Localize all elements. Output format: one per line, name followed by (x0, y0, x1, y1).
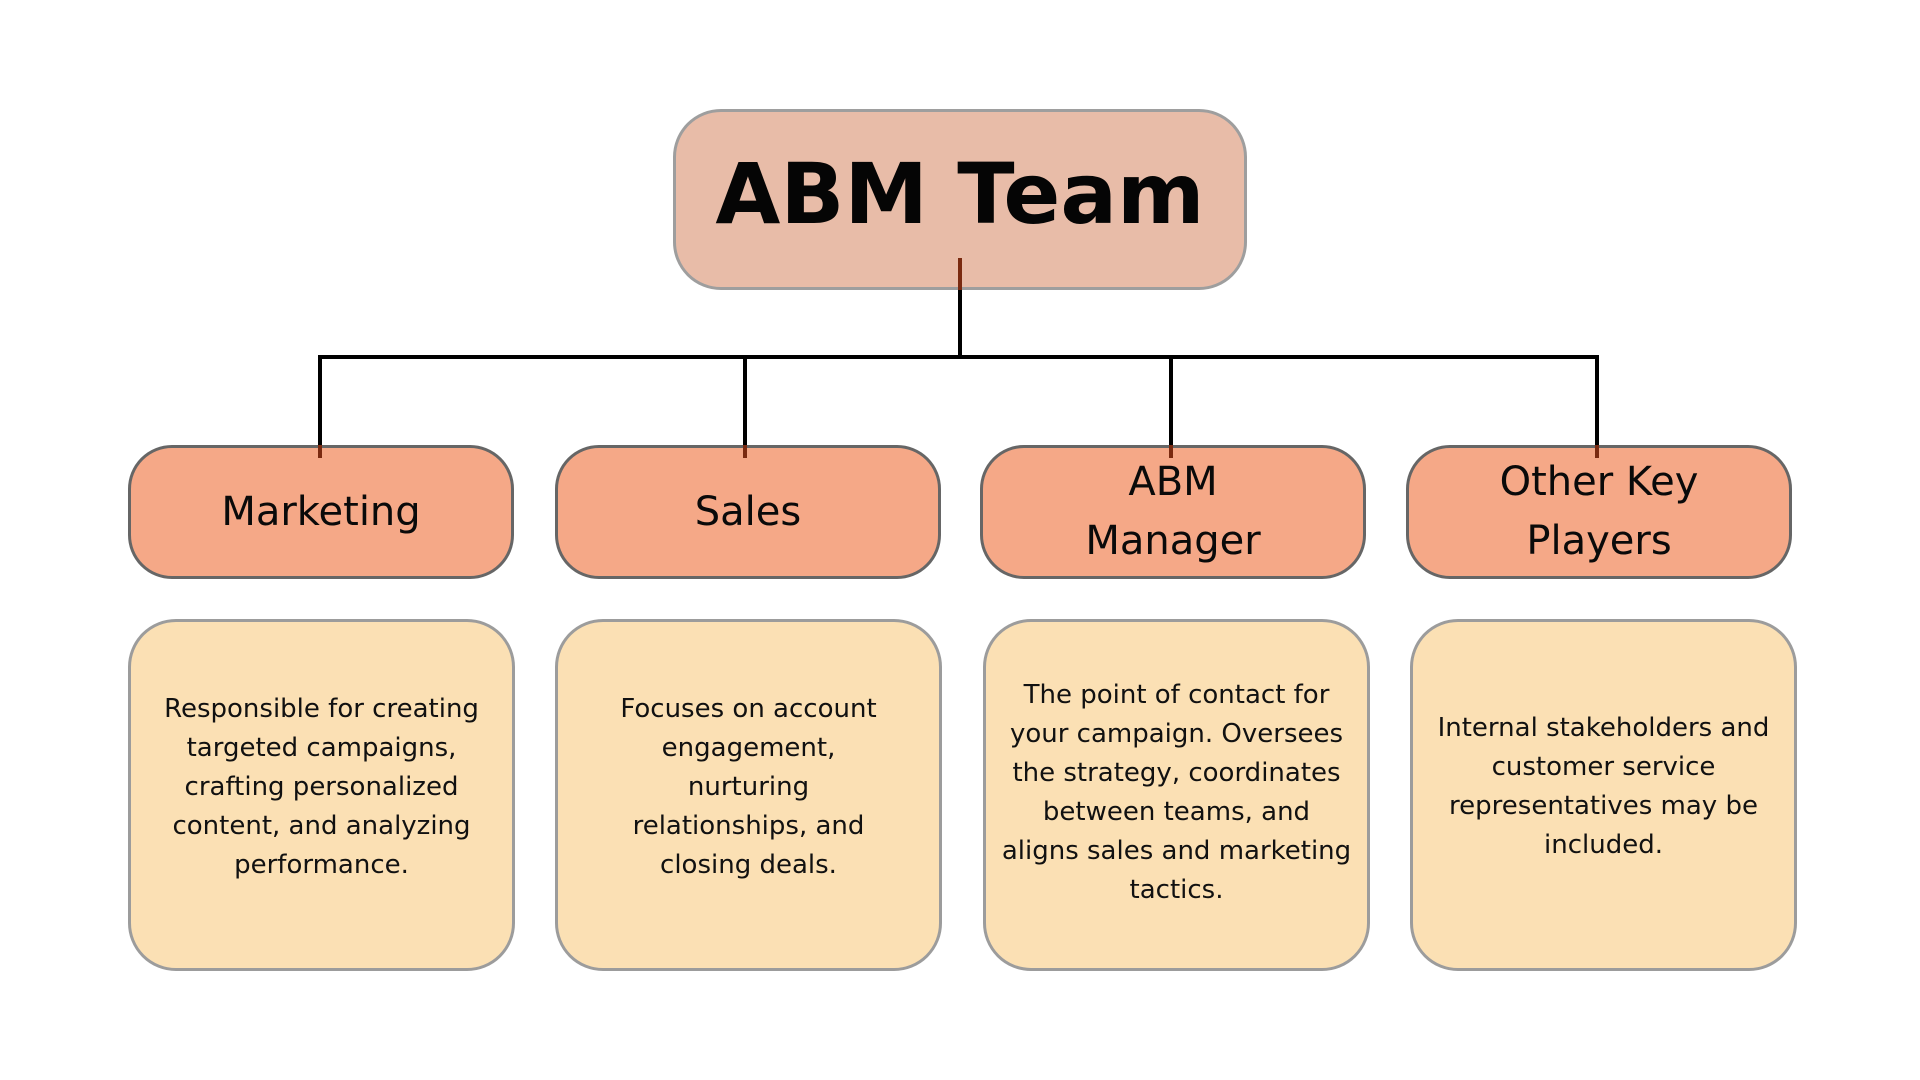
connector-stub-other-key-players (1595, 445, 1599, 458)
connector-marketing (318, 355, 322, 458)
role-label-abm-manager: ABM Manager (1085, 459, 1261, 564)
root-connector-stub (958, 258, 962, 290)
role-label-marketing: Marketing (221, 488, 421, 535)
connector-sales (743, 355, 747, 458)
role-node-marketing: Marketing (128, 445, 514, 579)
description-card-other-key-players: Internal stakeholders and customer servi… (1410, 619, 1797, 971)
role-node-other-key-players: Other Key Players (1406, 445, 1792, 579)
description-card-abm-manager: The point of contact for your campaign. … (983, 619, 1370, 971)
role-node-abm-manager: ABM Manager (980, 445, 1366, 579)
root-node-label: ABM Team (715, 144, 1205, 243)
role-label-sales: Sales (694, 488, 802, 535)
description-card-marketing: Responsible for creating targeted campai… (128, 619, 515, 971)
role-label-other-key-players: Other Key Players (1499, 459, 1699, 564)
connector-stub-marketing (318, 445, 322, 458)
connector-stub-sales (743, 445, 747, 458)
connector-stub-abm-manager (1169, 445, 1173, 458)
description-text-marketing: Responsible for creating targeted campai… (164, 693, 479, 880)
role-node-sales: Sales (555, 445, 941, 579)
description-text-sales: Focuses on account engagement, nurturing… (620, 693, 877, 880)
connector-other-key-players (1595, 355, 1599, 458)
root-connector (958, 258, 962, 359)
description-text-abm-manager: The point of contact for your campaign. … (1001, 680, 1352, 905)
description-card-sales: Focuses on account engagement, nurturing… (555, 619, 942, 971)
description-text-other-key-players: Internal stakeholders and customer servi… (1437, 713, 1770, 860)
horizontal-connector (318, 355, 1599, 359)
connector-abm-manager (1169, 355, 1173, 458)
